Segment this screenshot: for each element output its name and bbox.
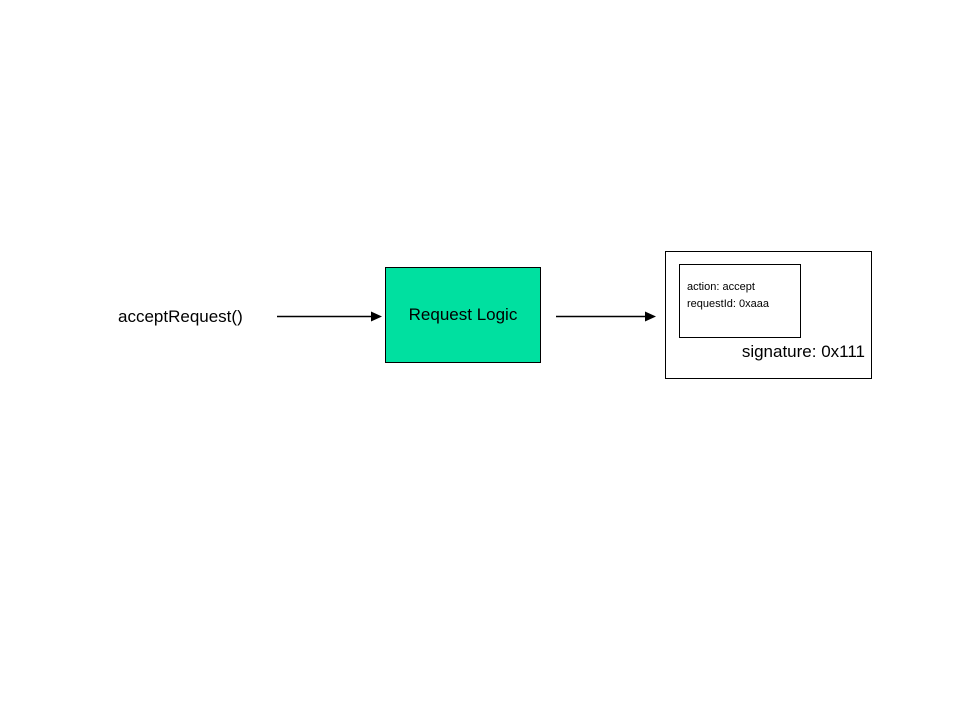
process-node-request-logic[interactable]: Request Logic bbox=[385, 267, 541, 363]
signed-message-node[interactable]: action: accept requestId: 0xaaa signatur… bbox=[665, 251, 872, 379]
process-node-label: Request Logic bbox=[408, 305, 518, 324]
message-payload-box: action: accept requestId: 0xaaa bbox=[679, 264, 801, 338]
arrow-process-to-message bbox=[556, 311, 656, 322]
payload-field-request-id: requestId: 0xaaa bbox=[687, 298, 769, 310]
entry-call-label: acceptRequest() bbox=[118, 307, 243, 326]
payload-field-action: action: accept bbox=[687, 281, 755, 293]
message-signature-label: signature: 0x111 bbox=[741, 342, 865, 361]
arrow-entry-to-process bbox=[277, 311, 382, 322]
